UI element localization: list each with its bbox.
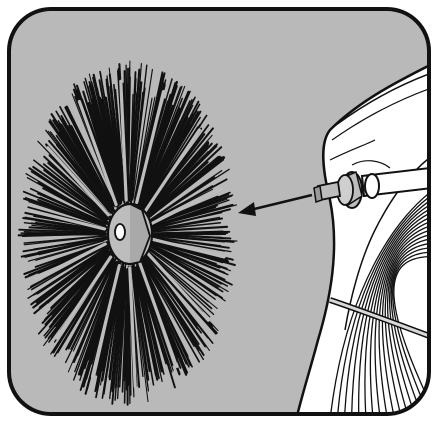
hub-icon xyxy=(108,204,152,264)
